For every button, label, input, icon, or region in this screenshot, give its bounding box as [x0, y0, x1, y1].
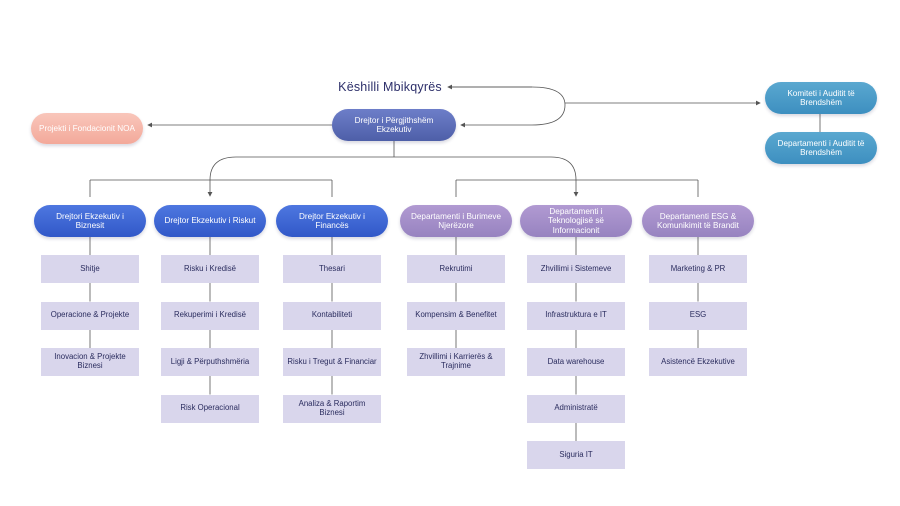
- branch-6-item: ESG: [649, 301, 747, 330]
- branch-4-item: Rekrutimi: [407, 255, 505, 283]
- foundation-node: Projekti i Fondacionit NOA: [31, 113, 143, 144]
- branch-4-item: Kompensim & Benefitet: [407, 301, 505, 330]
- branch-2-item: Risku i Kredisë: [161, 255, 259, 283]
- ceo-node: Drejtor i Përgjithshëm Ekzekutiv: [332, 109, 456, 141]
- branch-head-3: Drejtor Ekzekutiv i Financës: [276, 205, 388, 237]
- audit-committee-node: Komiteti i Auditit të Brendshëm: [765, 82, 877, 114]
- board-title: Këshilli Mbikqyrës: [338, 79, 442, 94]
- branch-6-item: Marketing & PR: [649, 255, 747, 283]
- branch-2-item: Risk Operacional: [161, 394, 259, 423]
- branch-head-4: Departamenti i Burimeve Njerëzore: [400, 205, 512, 237]
- branch-5-item: Administratë: [527, 394, 625, 423]
- branch-head-6: Departamenti ESG & Komunikimit të Brandi…: [642, 205, 754, 237]
- branch-2-item: Rekuperimi i Kredisë: [161, 301, 259, 330]
- branch-5-item: Infrastruktura e IT: [527, 301, 625, 330]
- branch-5-item: Zhvillimi i Sistemeve: [527, 255, 625, 283]
- branch-1-item: Shitje: [41, 255, 139, 283]
- branch-3-item: Risku i Tregut & Financiar: [283, 348, 381, 376]
- audit-department-node: Departamenti i Auditit të Brendshëm: [765, 132, 877, 164]
- branch-3-item: Analiza & Raportim Biznesi: [283, 394, 381, 423]
- branch-6-item: Asistencë Ekzekutive: [649, 348, 747, 376]
- branch-1-item: Inovacion & Projekte Biznesi: [41, 348, 139, 376]
- branch-3-item: Thesari: [283, 255, 381, 283]
- branch-head-5: Departamenti i Teknologjisë së Informaci…: [520, 205, 632, 237]
- branch-5-item: Data warehouse: [527, 348, 625, 376]
- branch-1-item: Operacione & Projekte: [41, 301, 139, 330]
- branch-5-item: Siguria IT: [527, 441, 625, 469]
- branch-2-item: Ligji & Përputhshmëria: [161, 348, 259, 376]
- branch-head-1: Drejtori Ekzekutiv i Biznesit: [34, 205, 146, 237]
- branch-head-2: Drejtor Ekzekutiv i Riskut: [154, 205, 266, 237]
- branch-4-item: Zhvillimi i Karrierës & Trajnime: [407, 348, 505, 376]
- branch-3-item: Kontabiliteti: [283, 301, 381, 330]
